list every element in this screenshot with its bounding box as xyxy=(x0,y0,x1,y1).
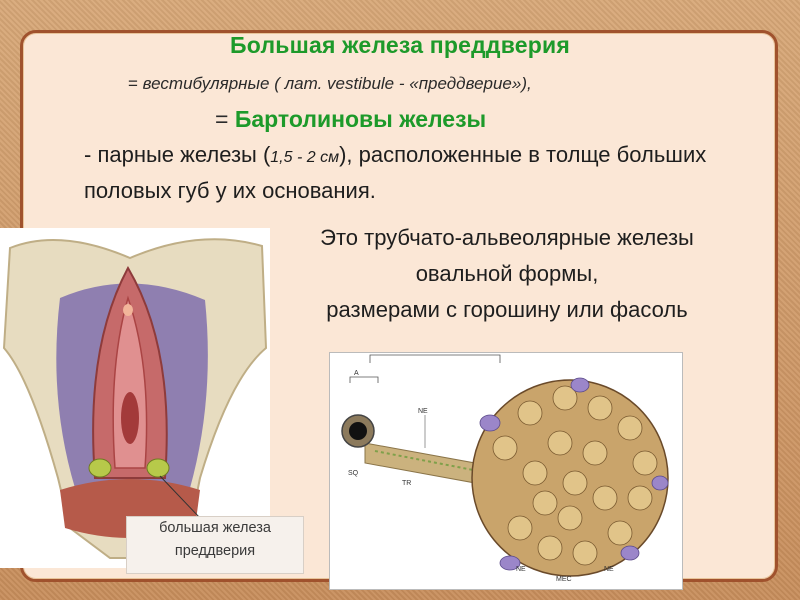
duct-epithelium xyxy=(374,450,531,482)
desc-part-a: - парные железы ( xyxy=(84,142,271,167)
gland-callout-label: большая железа преддверия xyxy=(126,516,304,574)
synonym-text: вестибулярные ( лат. vestibule - «преддв… xyxy=(142,74,532,93)
bracket-small xyxy=(349,376,379,383)
structure-line-1: Это трубчато-альвеолярные железы xyxy=(320,225,694,250)
slide-title: Большая железа преддверия xyxy=(230,32,570,58)
histo-label-a: A xyxy=(354,370,359,377)
callout-pointer xyxy=(159,475,201,519)
clitoris xyxy=(123,304,133,316)
name-eq: = xyxy=(215,106,235,132)
histo-label-tr: TR xyxy=(402,480,411,487)
histo-label-ne-top: NE xyxy=(418,408,428,415)
gland-name: Бартолиновы железы xyxy=(234,106,487,132)
synonym-line: = вестибулярные ( лат. vestibule - «пред… xyxy=(128,74,532,94)
vaginal-opening xyxy=(121,392,139,444)
synonym-prefix: = xyxy=(128,74,143,93)
violet-cells xyxy=(479,377,669,571)
duct-lumen xyxy=(349,422,367,440)
desc-size: 1,5 - 2 см xyxy=(270,149,340,166)
description-text: - парные железы (1,5 - 2 см), расположен… xyxy=(84,138,764,207)
callout-line-2: преддверия xyxy=(174,543,256,559)
gland-left xyxy=(88,458,112,478)
structure-text: Это трубчато-альвеолярные железы овально… xyxy=(242,220,772,328)
bracket-a xyxy=(369,354,501,363)
structure-line-3: размерами с горошину или фасоль xyxy=(326,297,688,322)
histo-label-sq: SQ xyxy=(348,470,359,477)
gland-right xyxy=(146,458,170,478)
anatomy-illustration xyxy=(0,228,270,568)
acini xyxy=(492,385,658,566)
histology-illustration: A NE SQ TR NE MEC NE xyxy=(329,352,683,590)
callout-line-1: большая железа xyxy=(159,520,271,536)
desc-part-b: ), расположенные в толще больших половых… xyxy=(84,142,707,203)
histo-label-mec: MEC xyxy=(556,576,572,583)
histo-label-ne-bottom-left: NE xyxy=(516,566,526,573)
structure-line-2: овальной формы, xyxy=(415,261,599,286)
histo-label-ne-bottom-right: NE xyxy=(604,566,614,573)
gland-name-line: = Бартолиновы железы xyxy=(215,106,486,133)
